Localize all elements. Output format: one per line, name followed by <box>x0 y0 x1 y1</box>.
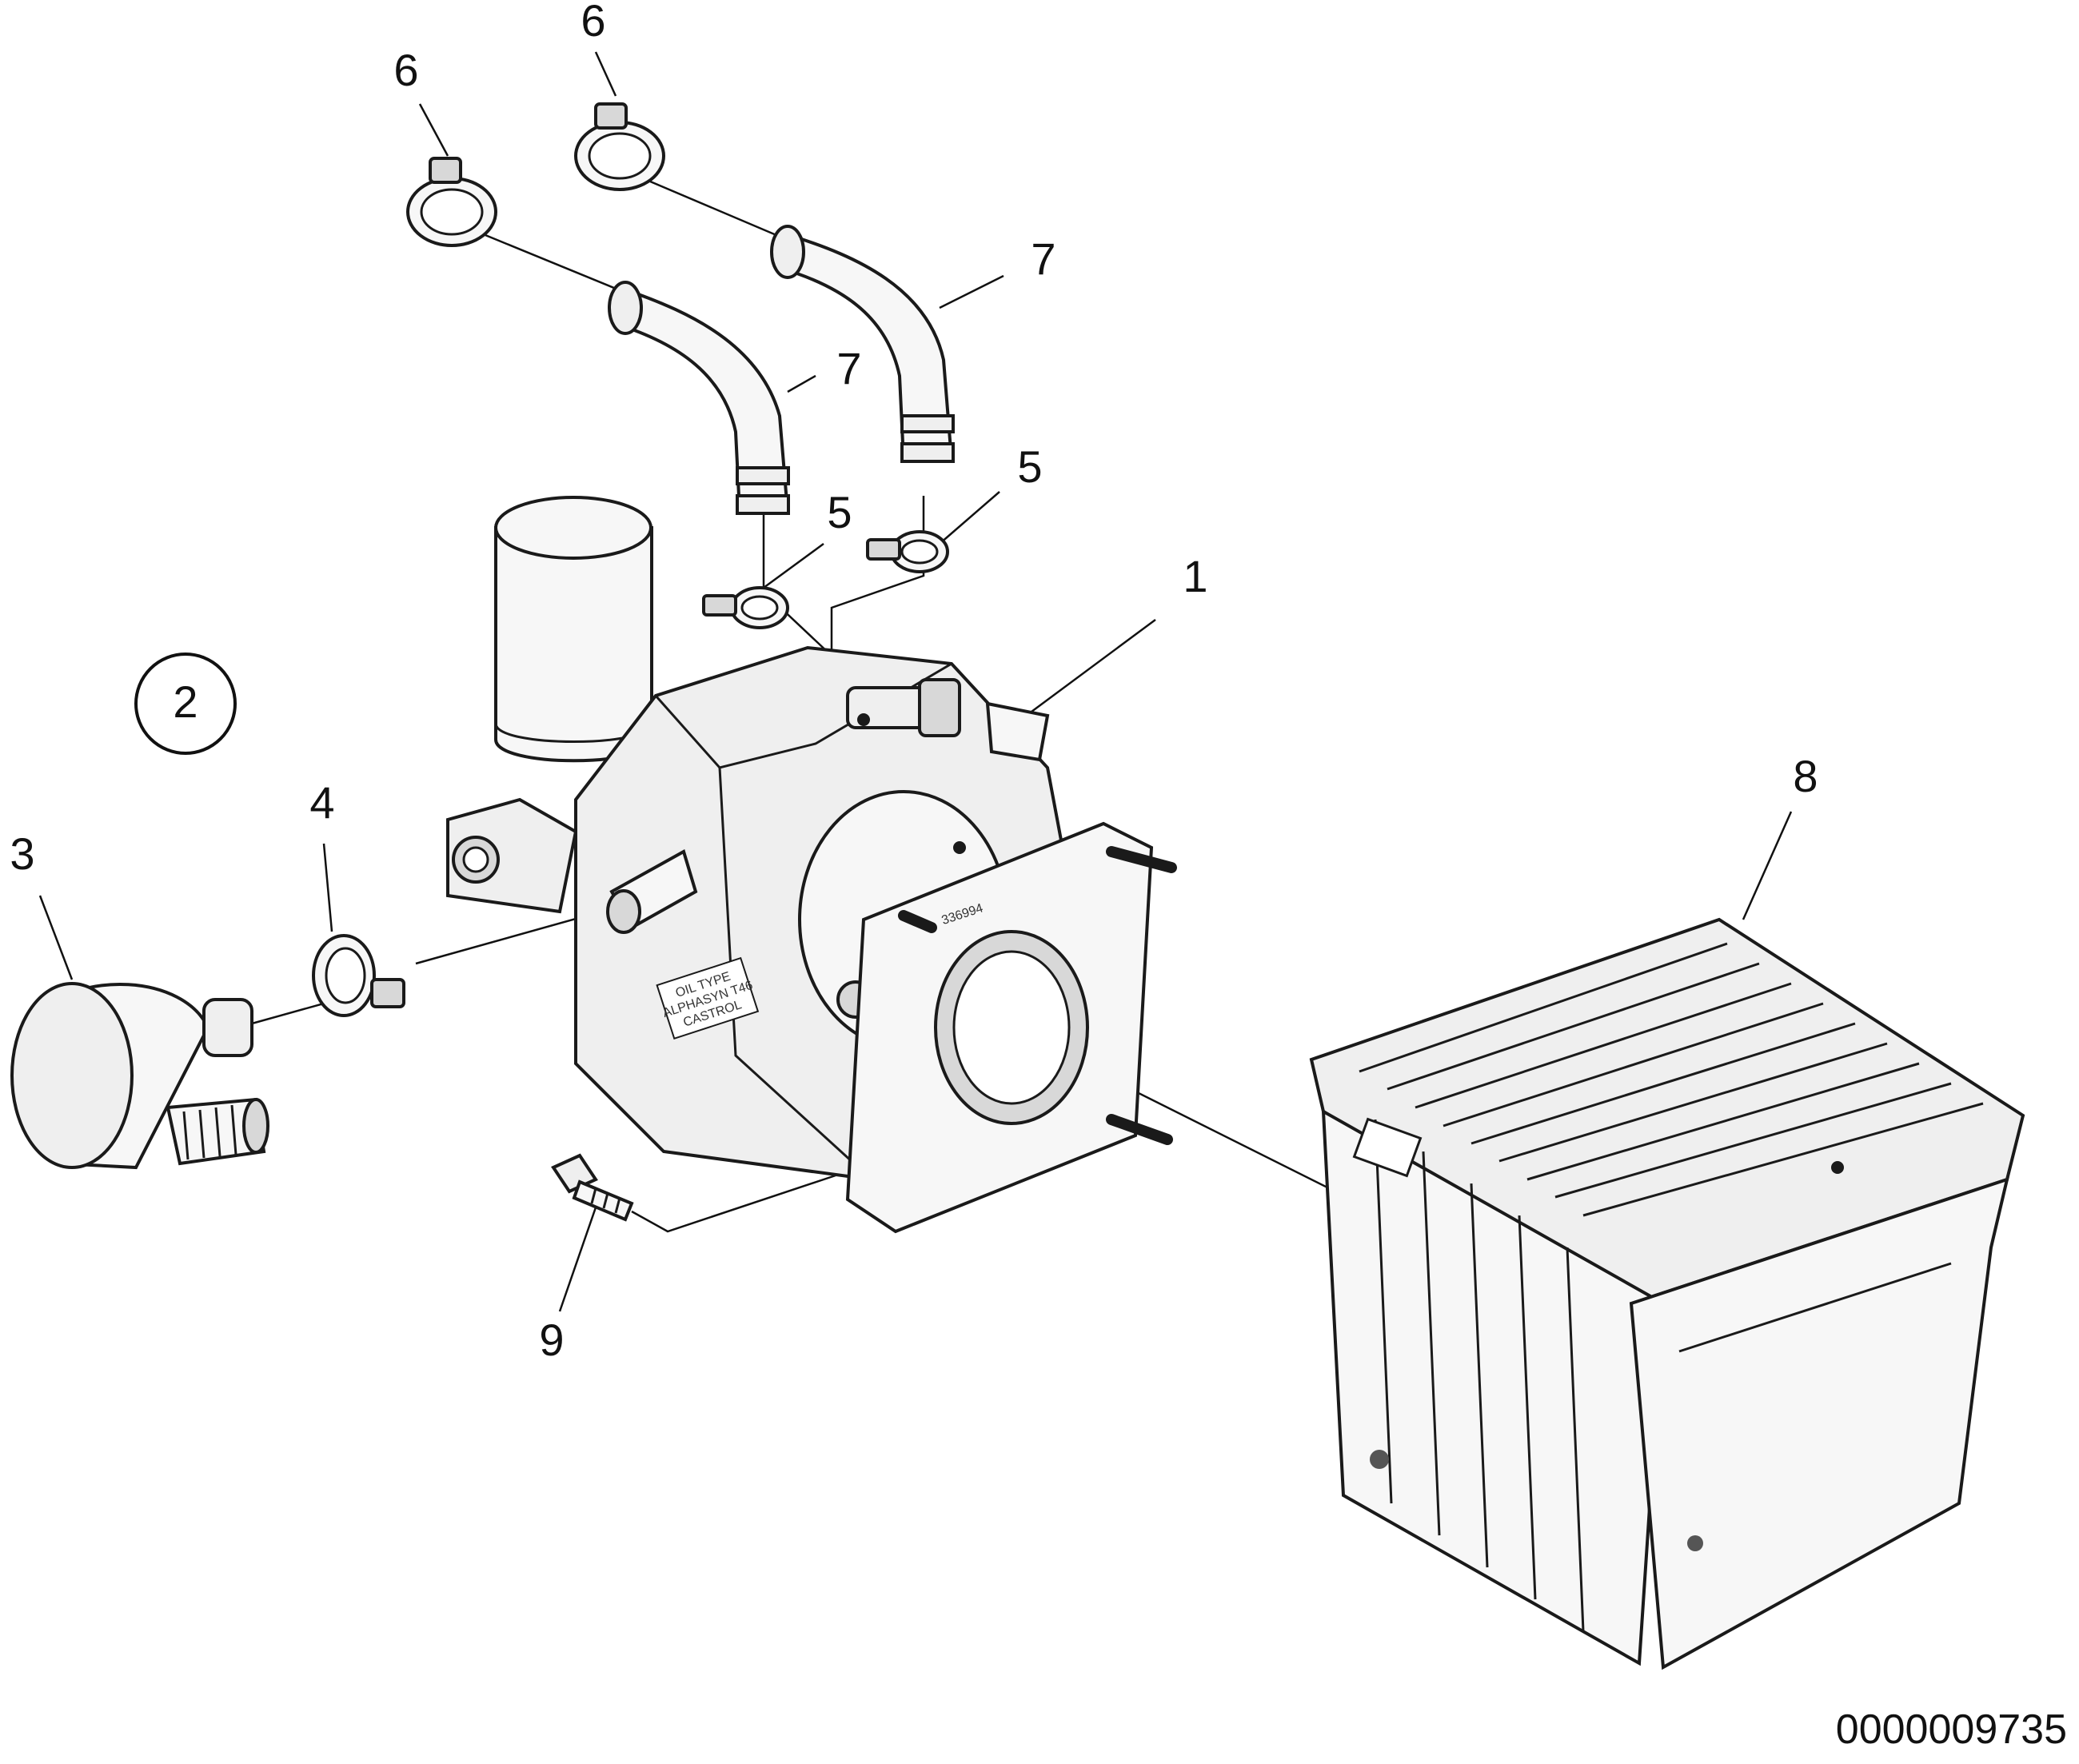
callout-4: 4 <box>309 777 334 828</box>
callout-9: 9 <box>539 1315 564 1365</box>
figure-id: 0000009735 <box>1836 1706 2067 1753</box>
callout-5-left: 5 <box>827 487 852 537</box>
part-bolt-9 <box>551 1153 634 1222</box>
callout-1: 1 <box>1183 551 1207 601</box>
part-hose-clamp-5-right <box>866 530 949 573</box>
callout-labels: 1 3 4 5 5 6 6 7 7 8 9 <box>10 0 1818 1365</box>
part-hose-clamp-6-right <box>574 102 665 191</box>
view-callout-label: 2 <box>173 676 198 727</box>
callout-6-right: 6 <box>581 0 605 46</box>
leader-lines <box>38 51 1793 1312</box>
callout-3: 3 <box>10 828 34 879</box>
part-hose-7-right <box>770 225 955 463</box>
part-hose-7-left <box>608 281 790 515</box>
part-finned-cover-8 <box>1309 917 2025 1670</box>
part-breather-3 <box>10 982 269 1170</box>
callout-7-left: 7 <box>836 343 861 393</box>
part-hose-clamp-6-left <box>406 157 497 247</box>
part-hose-clamp-5-left <box>702 586 789 629</box>
view-callout: 2 <box>134 653 237 755</box>
callout-7-right: 7 <box>1031 233 1055 284</box>
callout-6-left: 6 <box>393 45 418 95</box>
callout-5-right: 5 <box>1017 441 1042 492</box>
part-hose-clamp-4 <box>312 934 405 1017</box>
callout-8: 8 <box>1793 751 1818 801</box>
part-pump-assembly-1: OIL TYPE ALPHASYN T46 CASTROL 336994 <box>446 496 1177 1234</box>
